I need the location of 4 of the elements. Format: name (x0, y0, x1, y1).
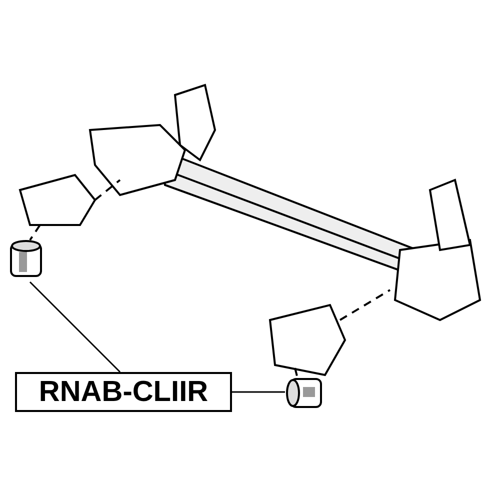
leader-line (29, 281, 121, 373)
leader-line (232, 391, 285, 393)
bushing-drawing (285, 378, 325, 408)
part-number-label: RNAB-CLIIR (15, 372, 232, 412)
